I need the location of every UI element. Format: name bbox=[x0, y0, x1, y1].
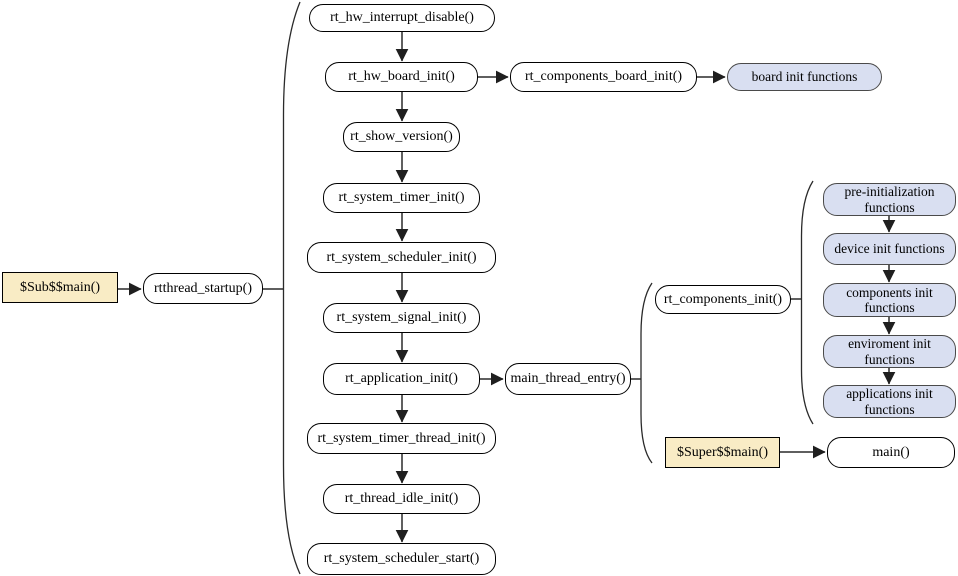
node-rt-system-timer-thread-init: rt_system_timer_thread_init() bbox=[307, 423, 496, 454]
node-super-main: $Super$$main() bbox=[665, 437, 780, 468]
node-components-init-functions: components init functions bbox=[823, 283, 956, 317]
brace-rt-components-init bbox=[800, 180, 814, 425]
grouping-braces bbox=[282, 1, 814, 575]
node-sub-main: $Sub$$main() bbox=[2, 272, 118, 303]
node-board-init-functions: board init functions bbox=[727, 63, 882, 91]
brace-ticks bbox=[263, 288, 802, 380]
node-rt-components-board-init: rt_components_board_init() bbox=[510, 62, 697, 92]
node-main-thread-entry: main_thread_entry() bbox=[505, 363, 631, 395]
node-rt-system-timer-init: rt_system_timer_init() bbox=[323, 183, 480, 213]
node-rt-hw-board-init: rt_hw_board_init() bbox=[325, 62, 478, 92]
node-rt-show-version: rt_show_version() bbox=[343, 122, 460, 152]
node-enviroment-init-functions: enviroment init functions bbox=[823, 335, 956, 368]
node-pre-initialization-functions: pre-initialization functions bbox=[823, 183, 956, 216]
node-rt-system-scheduler-start: rt_system_scheduler_start() bbox=[307, 543, 496, 575]
node-rtthread-startup: rtthread_startup() bbox=[143, 273, 263, 304]
node-rt-system-scheduler-init: rt_system_scheduler_init() bbox=[307, 242, 496, 273]
node-rt-thread-idle-init: rt_thread_idle_init() bbox=[323, 484, 480, 514]
brace-rtthread-startup bbox=[282, 1, 301, 575]
brace-main-thread-entry bbox=[640, 282, 653, 464]
node-rt-components-init: rt_components_init() bbox=[655, 285, 791, 314]
node-rt-hw-interrupt-disable: rt_hw_interrupt_disable() bbox=[309, 4, 495, 32]
node-applications-init-functions: applications init functions bbox=[823, 385, 956, 418]
node-rt-system-signal-init: rt_system_signal_init() bbox=[323, 303, 480, 333]
node-main: main() bbox=[827, 437, 955, 468]
node-device-init-functions: device init functions bbox=[823, 233, 956, 265]
node-rt-application-init: rt_application_init() bbox=[323, 363, 480, 395]
arrow-connectors bbox=[118, 32, 896, 543]
